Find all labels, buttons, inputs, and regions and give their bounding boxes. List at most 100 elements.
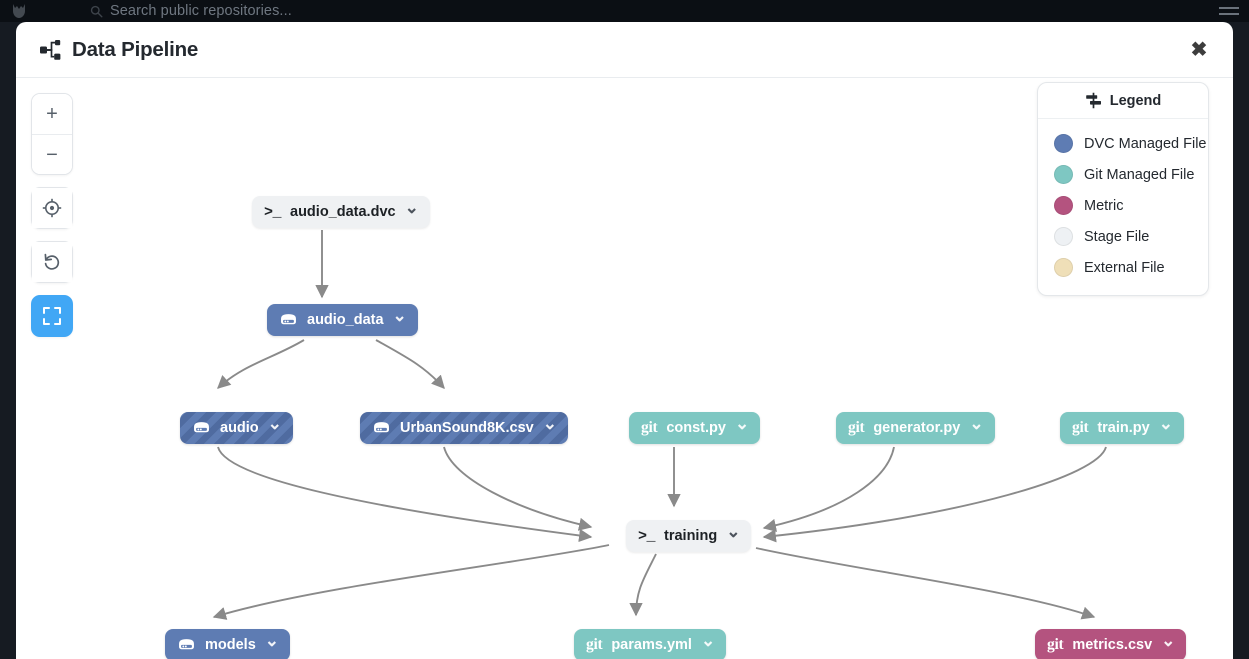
edge-train_py-training [762,446,1107,543]
pipeline-node-label: audio_data [307,312,384,328]
git-icon: git [641,419,658,436]
pipeline-node-audio[interactable]: audio ⌄ [180,412,293,444]
fullscreen-expand-icon [43,307,61,325]
pipeline-node-label: const.py [666,420,726,436]
pipeline-node-metrics_csv[interactable]: git metrics.csv ⌄ [1035,629,1187,659]
modal-header: Data Pipeline ✖ [16,22,1233,78]
github-logo-icon [13,4,25,18]
legend-color-swatch [1054,227,1073,246]
center-view-button-wrap [31,187,73,229]
terminal-prompt-icon: >_ [264,203,282,221]
legend-item-label: External File [1084,259,1165,276]
pipeline-node-label: metrics.csv [1072,637,1153,653]
pipeline-canvas[interactable]: + − [16,78,1233,659]
data-pipeline-modal: Data Pipeline ✖ [16,22,1233,659]
edge-training-metrics_csv [755,547,1096,620]
edge-audio_data-audio [217,339,305,389]
pipeline-icon [40,39,61,60]
page-title: Data Pipeline [72,37,199,61]
edge-audio_data-urbansound [375,339,445,389]
hamburger-line [1219,13,1239,15]
edge-audio-training [217,446,593,543]
legend-color-swatch [1054,134,1073,153]
zoom-out-label: − [46,143,58,166]
fullscreen-button[interactable] [32,296,72,336]
pipeline-node-params_yml[interactable]: git params.yml ⌄ [574,629,727,659]
drive-icon [279,313,298,327]
drive-icon [177,638,196,652]
legend-item-label: Stage File [1084,228,1150,245]
chevron-down-icon[interactable]: ⌄ [734,414,750,433]
chevron-down-icon[interactable]: ⌄ [1161,631,1176,650]
edge-training-params_yml [629,553,657,617]
pipeline-node-label: training [664,528,718,544]
legend-item: DVC Managed File [1038,128,1208,159]
reset-view-button[interactable] [32,242,72,282]
pipeline-node-label: audio [220,420,259,436]
zoom-out-button[interactable]: − [32,134,72,174]
git-icon: git [586,636,603,653]
signpost-icon [1085,92,1101,109]
pipeline-node-urbansound[interactable]: UrbanSound8K.csv⌄ [360,412,568,444]
drive-icon [192,421,211,435]
chevron-down-icon[interactable]: ⌄ [404,198,419,217]
legend-color-swatch [1054,196,1073,215]
edge-training-models [212,544,610,620]
drive-icon [194,422,209,433]
close-icon[interactable]: ✖ [1185,36,1213,64]
drive-icon [374,422,389,433]
chevron-down-icon[interactable]: ⌄ [726,522,741,541]
legend-header: Legend [1038,83,1208,119]
hamburger-menu-icon[interactable] [1219,7,1239,15]
canvas-toolbar[interactable]: + − [31,93,73,337]
pipeline-node-train_py[interactable]: git train.py ⌄ [1060,412,1184,444]
chevron-down-icon[interactable]: ⌄ [700,631,716,650]
pipeline-node-label: train.py [1097,420,1150,436]
zoom-in-button[interactable]: + [32,94,72,134]
chevron-down-icon[interactable]: ⌄ [264,631,280,650]
pipeline-node-label: params.yml [611,637,692,653]
hamburger-line [1219,7,1239,9]
search-input[interactable]: Search public repositories... [90,3,292,19]
search-icon [90,5,103,17]
center-view-button[interactable] [32,188,72,228]
pipeline-edges [212,230,1107,620]
reset-view-button-wrap [31,241,73,283]
zoom-in-label: + [46,103,58,125]
chevron-down-icon[interactable]: ⌄ [267,414,282,433]
legend-item: Metric [1038,190,1208,221]
pipeline-node-const_py[interactable]: git const.py ⌄ [629,412,761,444]
terminal-prompt-icon: >_ [638,527,656,545]
pipeline-node-models[interactable]: models ⌄ [165,629,291,659]
fullscreen-button-wrap [31,295,73,337]
search-placeholder-text: Search public repositories... [110,3,292,19]
undo-reset-icon [44,253,60,270]
legend-item-label: Metric [1084,197,1124,214]
legend-item: Stage File [1038,221,1208,252]
legend-color-swatch [1054,165,1073,184]
crosshair-target-icon [42,198,62,218]
edge-generator_py-training [762,446,895,532]
chevron-down-icon[interactable]: ⌄ [1158,414,1173,433]
zoom-button-group: + − [31,93,73,175]
legend-item: Git Managed File [1038,159,1208,190]
pipeline-node-label: generator.py [873,420,961,436]
pipeline-node-label: audio_data.dvc [290,204,396,220]
legend-item-label: Git Managed File [1084,166,1195,183]
legend-item-label: DVC Managed File [1084,135,1207,152]
chevron-down-icon[interactable]: ⌄ [542,414,557,433]
legend-color-swatch [1054,258,1073,277]
pipeline-node-audio_data_dvc[interactable]: >_ audio_data.dvc ⌄ [252,196,430,228]
pipeline-node-label: models [205,637,256,653]
edge-urbansound-training [443,446,593,531]
pipeline-node-training[interactable]: >_ training ⌄ [626,520,752,552]
chevron-down-icon[interactable]: ⌄ [392,306,407,325]
chevron-down-icon[interactable]: ⌄ [969,414,984,433]
git-icon: git [1047,636,1064,653]
git-icon: git [1072,419,1089,436]
pipeline-node-audio_data[interactable]: audio_data ⌄ [267,304,418,336]
